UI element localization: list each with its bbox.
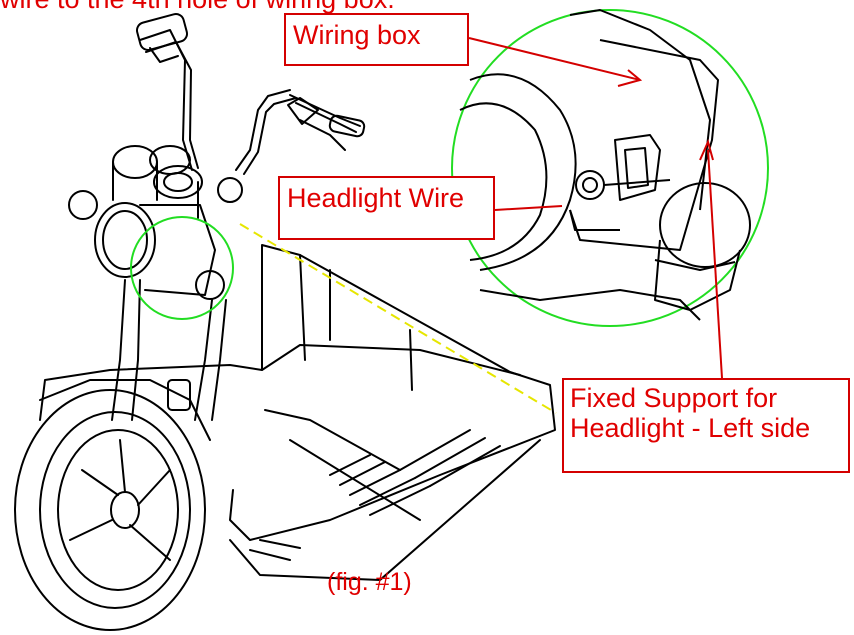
- wiring-box-label: Wiring box: [293, 20, 421, 50]
- leader-wiring-box: [468, 37, 641, 81]
- leader-fixed-support: [707, 149, 723, 379]
- figure-caption: (fig. #1): [327, 568, 412, 596]
- detail-circle-small: [130, 216, 234, 320]
- fender-body: [39, 244, 556, 581]
- gauge-cluster: [112, 145, 203, 219]
- wiring-box-callout: Wiring box: [284, 13, 469, 66]
- arrow-fixed-support: [699, 139, 714, 161]
- headlight-wire-label: Headlight Wire: [287, 183, 465, 213]
- front-fork: [111, 279, 227, 421]
- handlebar-left: [135, 13, 199, 171]
- headlight-wire-callout: Headlight Wire: [278, 176, 495, 240]
- instruction-caption: wire to the 4th hole of wiring box.: [0, 0, 395, 15]
- fixed-support-callout: Fixed Support for Headlight - Left side: [562, 378, 850, 473]
- leader-headlight-wire: [494, 205, 563, 211]
- guide-line: [239, 223, 557, 414]
- footboard-grooves: [249, 429, 501, 561]
- fixed-support-label-line1: Fixed Support for: [570, 383, 778, 413]
- front-wheel: [14, 379, 211, 631]
- handlebar-right: [235, 89, 366, 175]
- arrow-wiring-box: [617, 69, 643, 87]
- fixed-support-label-line2: Headlight - Left side: [570, 413, 811, 444]
- headlight: [68, 177, 243, 300]
- detail-inset: [451, 9, 769, 327]
